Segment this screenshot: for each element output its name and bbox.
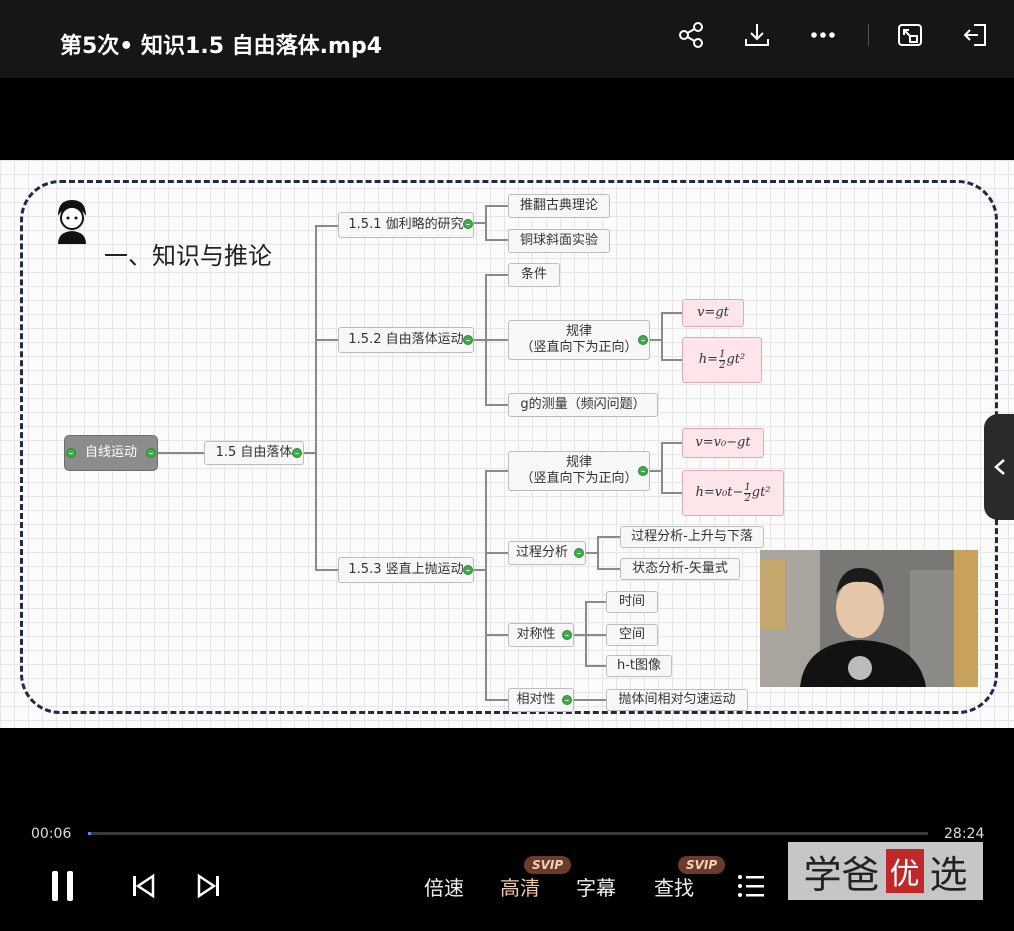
subtitle-button[interactable]: 字幕	[576, 876, 616, 900]
leaf-node[interactable]: 铜球斜面实验	[508, 229, 610, 253]
formula-node[interactable]: h= 1 2 gt²	[682, 337, 762, 383]
progress-bar[interactable]	[88, 832, 928, 835]
mindmap-root-node[interactable]: 自线运动	[64, 435, 158, 471]
list-icon	[738, 875, 764, 897]
speed-button[interactable]: 倍速	[424, 876, 464, 900]
branch-node-1-5-2[interactable]: 1.5.2 自由落体运动	[338, 327, 474, 353]
cartoon-avatar-icon	[58, 200, 86, 244]
collapse-icon[interactable]	[463, 565, 473, 575]
current-time: 00:06	[31, 826, 72, 842]
symmetry-node[interactable]: 对称性	[508, 623, 574, 647]
playlist-button[interactable]	[736, 866, 766, 906]
formula-node[interactable]: h=v₀t− 1 2 gt²	[682, 470, 784, 516]
search-button[interactable]: 查找	[654, 876, 694, 900]
quality-button[interactable]: 高清	[500, 876, 540, 900]
leaf-node[interactable]: 推翻古典理论	[508, 194, 610, 218]
rule-node[interactable]: 规律 （竖直向下为正向）	[508, 451, 650, 491]
process-node[interactable]: 过程分析	[508, 541, 586, 565]
collapse-icon[interactable]	[292, 448, 302, 458]
collapse-icon[interactable]	[638, 335, 648, 345]
teacher-webcam	[760, 550, 978, 687]
leaf-node[interactable]: 条件	[508, 263, 560, 287]
leaf-node[interactable]: 时间	[606, 591, 658, 613]
svip-badge: SVIP	[524, 856, 572, 874]
chevron-left-icon	[994, 459, 1005, 475]
pause-button[interactable]	[48, 866, 78, 906]
title-bar: 第5次• 知识1.5 自由落体.mp4	[0, 0, 1014, 78]
collapse-icon[interactable]	[146, 448, 156, 458]
fraction: 1 2	[719, 348, 726, 371]
collapse-icon[interactable]	[463, 219, 473, 229]
fraction: 1 2	[744, 481, 751, 504]
leaf-node[interactable]: 过程分析-上升与下落	[620, 526, 764, 548]
leaf-node[interactable]: 抛体间相对匀速运动	[606, 689, 748, 711]
progress-fill	[88, 832, 91, 835]
pip-icon[interactable]	[893, 18, 927, 52]
collapse-icon[interactable]	[574, 548, 584, 558]
next-button[interactable]	[196, 866, 222, 906]
mindmap-center-node[interactable]: 1.5 自由落体	[204, 441, 304, 465]
leaf-node[interactable]: h-t图像	[606, 655, 672, 677]
formula-node[interactable]: v=gt	[682, 299, 744, 327]
more-icon[interactable]	[806, 18, 840, 52]
side-panel-toggle[interactable]	[984, 414, 1014, 520]
share-icon[interactable]	[674, 18, 708, 52]
video-title: 第5次• 知识1.5 自由落体.mp4	[60, 34, 382, 59]
svip-badge: SVIP	[678, 856, 726, 874]
mindmap-connectors	[158, 205, 682, 701]
skip-back-icon	[133, 873, 155, 899]
collapse-icon[interactable]	[463, 335, 473, 345]
watermark-logo: 学爸 优 选	[788, 842, 983, 900]
branch-node-1-5-1[interactable]: 1.5.1 伽利略的研究	[338, 212, 474, 238]
leaf-node[interactable]: 状态分析-矢量式	[620, 558, 740, 580]
collapse-icon[interactable]	[562, 695, 572, 705]
collapse-icon[interactable]	[562, 630, 572, 640]
previous-button[interactable]	[130, 866, 156, 906]
toolbar-divider	[868, 24, 869, 46]
exit-icon[interactable]	[958, 18, 992, 52]
download-icon[interactable]	[740, 18, 774, 52]
relative-node[interactable]: 相对性	[508, 688, 574, 712]
branch-node-1-5-3[interactable]: 1.5.3 竖直上抛运动	[338, 557, 474, 583]
leaf-node[interactable]: g的测量（频闪问题）	[508, 393, 658, 417]
rule-node[interactable]: 规律 （竖直向下为正向）	[508, 320, 650, 360]
formula-node[interactable]: v=v₀−gt	[682, 428, 764, 458]
slide-heading: 一、知识与推论	[104, 242, 272, 270]
leaf-node[interactable]: 空间	[606, 624, 658, 646]
skip-forward-icon	[197, 873, 219, 899]
expand-icon[interactable]	[66, 448, 76, 458]
collapse-icon[interactable]	[638, 466, 648, 476]
duration: 28:24	[944, 826, 985, 842]
pause-icon	[52, 871, 73, 901]
